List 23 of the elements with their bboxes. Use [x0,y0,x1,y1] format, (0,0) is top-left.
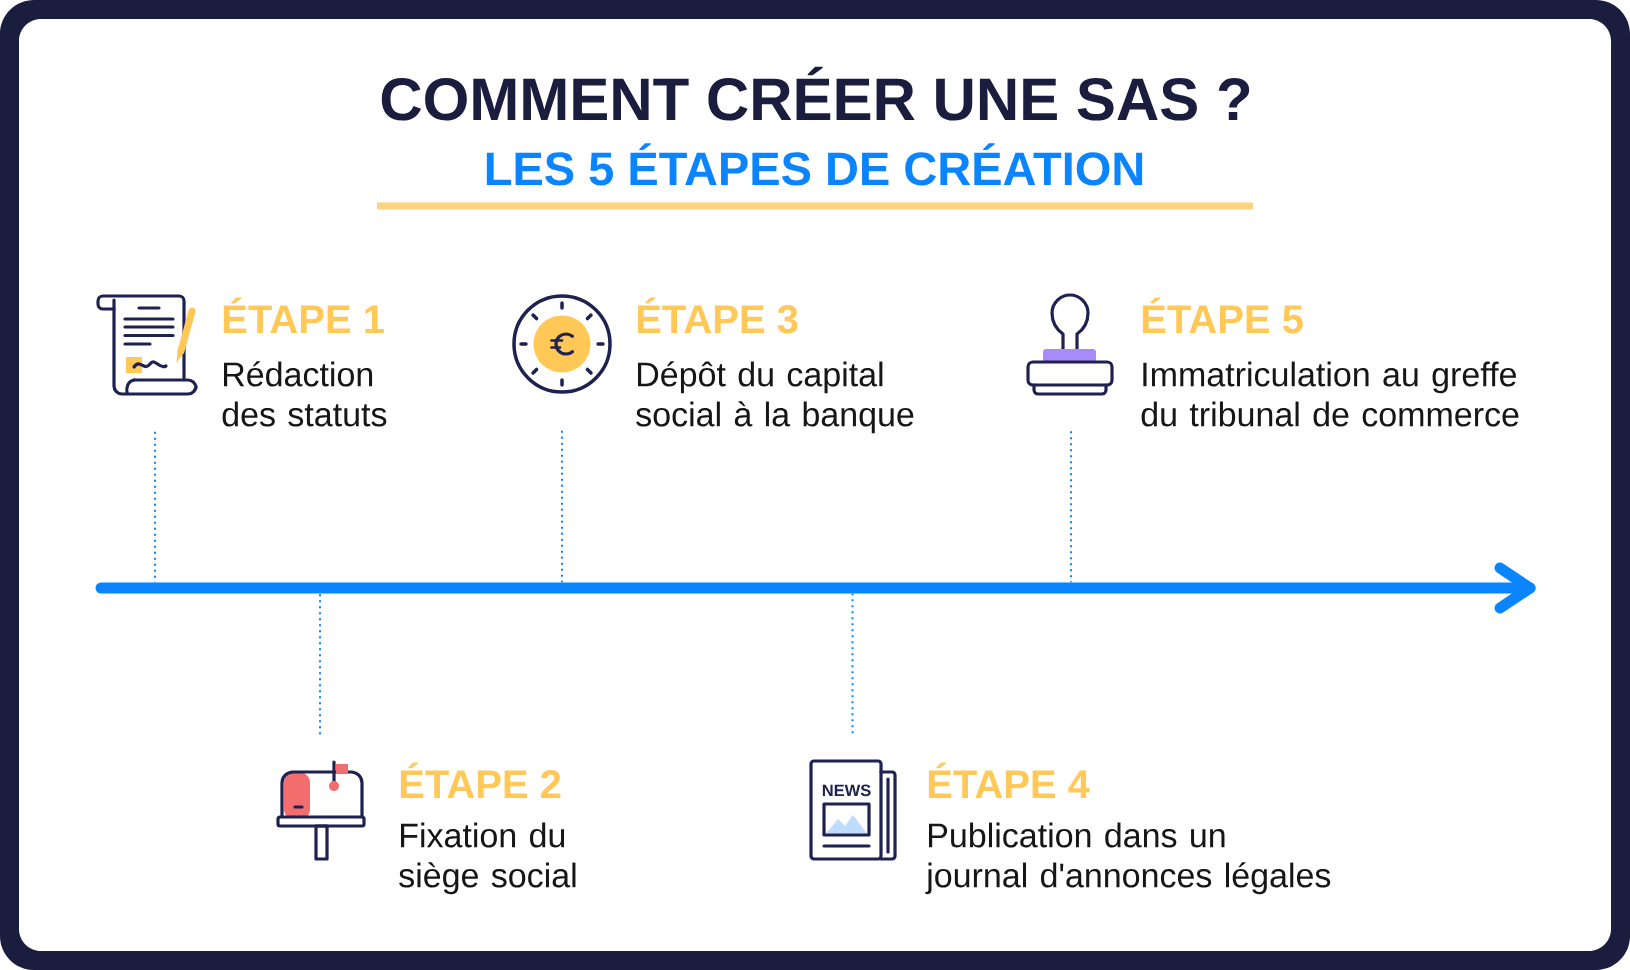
document-icon [96,294,198,396]
step-heading: ÉTAPE 3 [637,297,798,334]
leader-line [1070,430,1072,584]
step-heading: ÉTAPE 4 [928,762,1090,798]
subtitle: LES 5 ÉTAPES DE CRÉATION [486,143,1143,186]
stamp-icon [1026,293,1114,396]
step-description: Rédaction des statuts [222,361,387,427]
mailbox-icon [276,760,366,861]
step-description: Immatriculation au greffe du tribunal de commerce [1141,361,1519,427]
newspaper-icon [809,759,897,861]
coin-icon [512,294,612,394]
step-heading: ÉTAPE 2 [400,762,561,798]
step-description: Dépôt du capital social à la banque [636,361,914,434]
leader-line [319,592,321,736]
title: COMMENT CRÉER UNE SAS ? [381,66,1250,121]
step-heading: ÉTAPE 1 [223,297,384,333]
step-heading: ÉTAPE 5 [1142,297,1303,334]
step-description: Publication dans un journal d'annonces légales [925,822,1331,895]
leader-line [851,592,854,735]
timeline-arrow [95,562,1536,614]
leader-line [561,429,563,584]
step-description: Fixation du siège social [399,822,576,895]
masthead-text: NEWS [822,784,871,797]
